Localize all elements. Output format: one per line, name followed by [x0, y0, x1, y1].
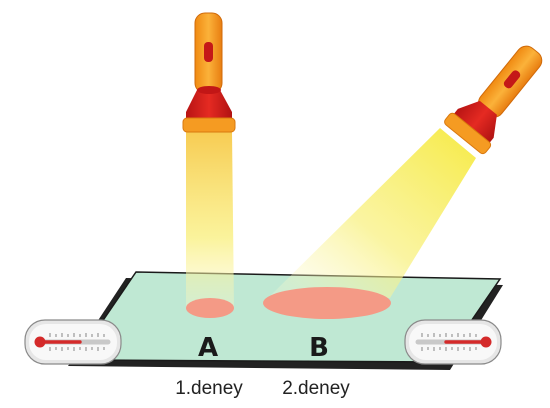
- experiment-caption-1: 1.deney: [175, 378, 243, 399]
- experiment-caption-2: 2.deney: [282, 378, 350, 399]
- light-beam-2: [266, 128, 476, 300]
- light-spot-a: [186, 298, 234, 318]
- light-spot-b: [263, 287, 391, 319]
- light-beam-1: [186, 132, 234, 308]
- spot-label-a: A: [198, 333, 218, 363]
- thermometer-icon: [24, 319, 122, 365]
- thermometer-icon: [404, 319, 502, 365]
- flashlight-icon: [182, 12, 236, 133]
- spot-label-b: B: [309, 333, 329, 363]
- flashlight-icon: [444, 45, 543, 155]
